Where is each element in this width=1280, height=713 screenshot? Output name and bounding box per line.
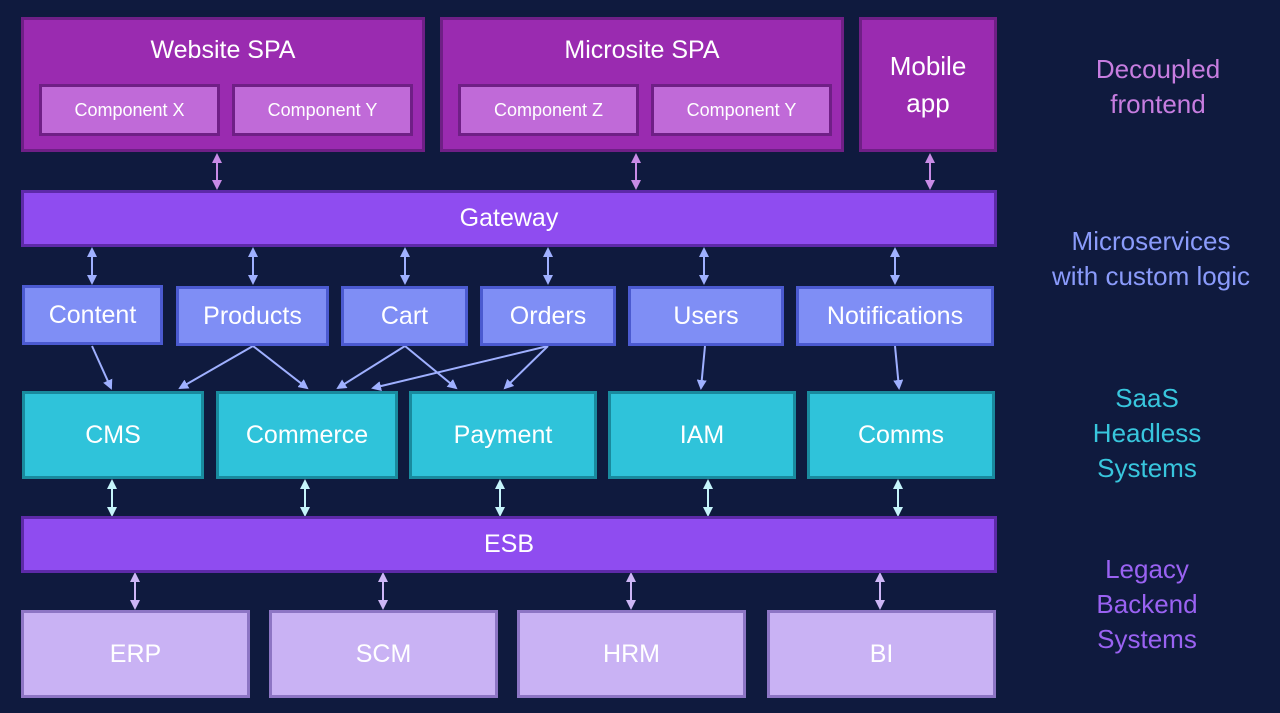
arrow-cart-commerce	[336, 345, 406, 390]
esb-bar: ESB	[21, 516, 997, 573]
arrow-users-iam	[696, 345, 707, 390]
gateway-bar: Gateway	[21, 190, 997, 247]
microsite-spa-title: Microsite SPA	[564, 36, 720, 64]
label-legacy-line1: Legacy	[1105, 554, 1189, 584]
label-saas-line3: Systems	[1097, 453, 1197, 483]
label-decoupled-frontend: Decoupled frontend	[1040, 52, 1276, 122]
label-frontend-line2: frontend	[1110, 89, 1206, 119]
legacy-hrm: HRM	[517, 610, 746, 698]
microsite-spa-box: Microsite SPA Component Z Component Y	[440, 17, 844, 152]
label-microservices-line2: with custom logic	[1052, 261, 1250, 291]
legacy-erp: ERP	[21, 610, 250, 698]
label-saas-line2: Headless	[1092, 418, 1202, 448]
label-microservices: Microservices with custom logic	[1026, 224, 1276, 294]
label-microservices-line1: Microservices	[1071, 226, 1231, 256]
mobile-app-line2: app	[906, 87, 950, 118]
website-component-y: Component Y	[232, 84, 413, 136]
arrow-orders-commerce	[371, 345, 549, 391]
website-spa-title: Website SPA	[150, 36, 296, 64]
microservice-content: Content	[22, 285, 163, 345]
saas-comms: Comms	[807, 391, 995, 479]
label-legacy-line2: Backend	[1096, 589, 1198, 619]
mobile-app-box: Mobile app	[859, 17, 997, 152]
mobile-app-line1: Mobile	[889, 50, 967, 81]
label-legacy-line3: Systems	[1097, 624, 1197, 654]
arrow-notifications-comms	[893, 345, 904, 390]
label-saas-line1: SaaS	[1115, 383, 1179, 413]
saas-commerce: Commerce	[216, 391, 398, 479]
label-saas-headless: SaaS Headless Systems	[1040, 381, 1254, 486]
microservice-users: Users	[628, 286, 784, 346]
website-spa-box: Website SPA Component X Component Y	[21, 17, 425, 152]
microservice-notifications: Notifications	[796, 286, 994, 346]
arrow-products-commerce	[252, 345, 309, 390]
microsite-component-y: Component Y	[651, 84, 832, 136]
arrow-content-cms	[91, 345, 113, 390]
microservice-products: Products	[176, 286, 329, 346]
microservice-cart: Cart	[341, 286, 468, 346]
legacy-bi: BI	[767, 610, 996, 698]
saas-payment: Payment	[409, 391, 597, 479]
arrow-cart-payment	[404, 345, 458, 390]
arrow-orders-payment	[503, 345, 549, 390]
website-component-x: Component X	[39, 84, 220, 136]
microsite-component-z: Component Z	[458, 84, 639, 136]
saas-cms: CMS	[22, 391, 204, 479]
label-legacy-backend: Legacy Backend Systems	[1040, 552, 1254, 657]
legacy-scm: SCM	[269, 610, 498, 698]
saas-iam: IAM	[608, 391, 796, 479]
label-frontend-line1: Decoupled	[1095, 54, 1221, 84]
arrow-products-cms	[178, 345, 254, 389]
microservice-orders: Orders	[480, 286, 616, 346]
